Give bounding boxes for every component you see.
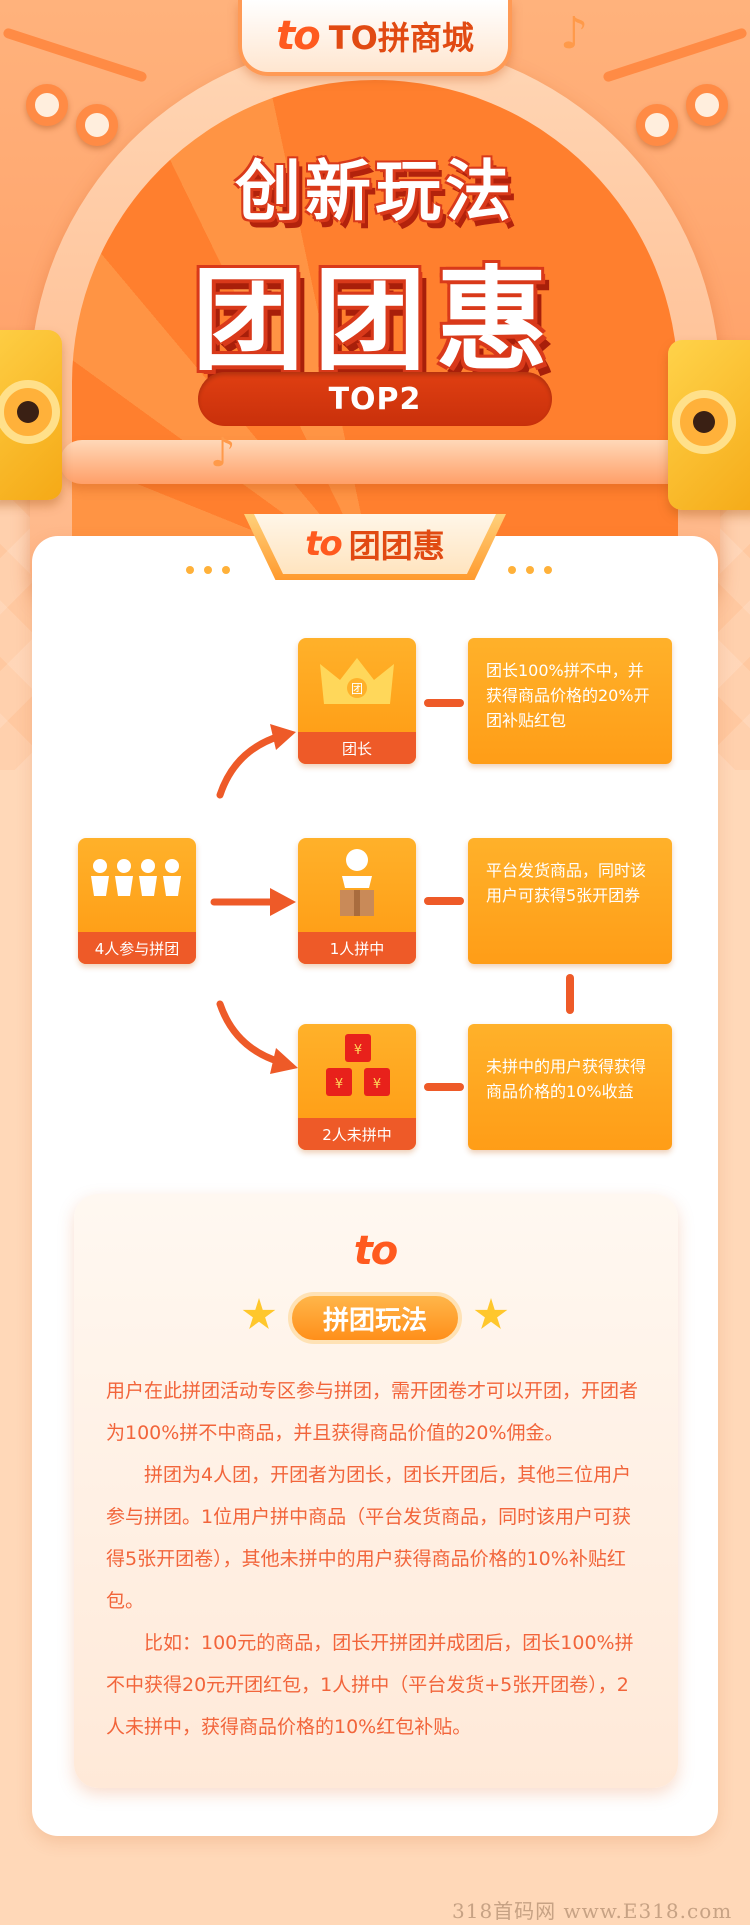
non-winner-info: 未拼中的用户获得获得商品价格的10%收益 bbox=[468, 1024, 672, 1150]
speaker-icon bbox=[0, 380, 60, 444]
connector-line bbox=[566, 974, 574, 1014]
music-note-icon: ♪ bbox=[210, 430, 236, 476]
app-logo: to TO拼商城 bbox=[238, 0, 512, 76]
stage-rim bbox=[60, 440, 690, 484]
logo-mark: to bbox=[276, 13, 321, 59]
leader-label: 团长 bbox=[298, 732, 416, 764]
red-envelope-icon: ¥ ¥ ¥ bbox=[326, 1034, 390, 1096]
speaker-icon bbox=[672, 390, 736, 454]
spotlight-rail-right bbox=[602, 27, 748, 83]
hero-subtitle: 创新玩法 bbox=[235, 153, 515, 230]
logo-text: TO拼商城 bbox=[328, 19, 474, 57]
connector-line bbox=[424, 897, 464, 905]
leader-box: 团 团长 bbox=[298, 638, 416, 764]
rules-paragraph: 拼团为4人团，开团者为团长，团长开团后，其他三位用户参与拼团。1位用户拼中商品（… bbox=[106, 1464, 632, 1612]
winner-label: 1人拼中 bbox=[298, 932, 416, 964]
spotlight-icon bbox=[636, 104, 678, 146]
svg-text:¥: ¥ bbox=[335, 1077, 343, 1092]
person-with-box-icon bbox=[340, 849, 374, 916]
speaker-left bbox=[0, 330, 62, 500]
participants-label: 4人参与拼团 bbox=[78, 932, 196, 964]
rules-text: 用户在此拼团活动专区参与拼团，需开团卷才可以开团，开团者为100%拼不中商品，并… bbox=[106, 1370, 646, 1748]
tab-logo-mark: to bbox=[305, 524, 343, 564]
participants-box: 4人参与拼团 bbox=[78, 838, 196, 964]
hero-title: 团团惠 bbox=[192, 256, 558, 386]
speaker-right bbox=[668, 340, 750, 510]
site-watermark: 318首码网 www.E318.com bbox=[452, 1899, 733, 1923]
four-people-icon bbox=[91, 859, 181, 896]
card-tab: to 团团惠 bbox=[254, 514, 496, 574]
connector-line bbox=[424, 699, 464, 707]
stage-sunburst bbox=[72, 80, 678, 580]
non-winner-label: 2人未拼中 bbox=[298, 1118, 416, 1150]
spotlight-icon bbox=[26, 84, 68, 126]
spotlight-icon bbox=[76, 104, 118, 146]
rules-title: 拼团玩法 bbox=[288, 1292, 462, 1344]
music-note-icon: ♪ bbox=[560, 8, 589, 59]
rules-logo-mark: to bbox=[353, 1228, 399, 1274]
svg-text:¥: ¥ bbox=[354, 1043, 362, 1058]
arrow-down-icon bbox=[216, 1000, 298, 1074]
rules-paragraph: 用户在此拼团活动专区参与拼团，需开团卷才可以开团，开团者为100%拼不中商品，并… bbox=[106, 1380, 639, 1444]
spotlight-rail-left bbox=[2, 27, 148, 83]
connector-line bbox=[424, 1083, 464, 1091]
non-winner-box: ¥ ¥ ¥ 2人未拼中 bbox=[298, 1024, 416, 1150]
arrow-right-icon bbox=[210, 888, 296, 916]
arrow-up-icon bbox=[216, 724, 296, 799]
rules-paragraph: 比如：100元的商品，团长开拼团并成团后，团长100%拼不中获得20元开团红包，… bbox=[106, 1632, 634, 1738]
decorative-dots-right bbox=[508, 566, 552, 574]
winner-box: 1人拼中 bbox=[298, 838, 416, 964]
spotlight-icon bbox=[686, 84, 728, 126]
tab-title: 团团惠 bbox=[348, 527, 445, 565]
winner-info: 平台发货商品，同时该用户可获得5张开团券 bbox=[468, 838, 672, 964]
svg-text:团: 团 bbox=[351, 682, 363, 696]
svg-text:¥: ¥ bbox=[373, 1077, 381, 1092]
crown-icon: 团 bbox=[320, 658, 394, 704]
leader-info: 团长100%拼不中，并获得商品价格的20%开团补贴红包 bbox=[468, 638, 672, 764]
rank-badge: TOP2 bbox=[198, 372, 552, 426]
hero-banner: ♪ ♪ to TO拼商城 创新玩法 团团惠 TOP2 bbox=[0, 0, 750, 770]
decorative-dots-left bbox=[186, 566, 230, 574]
